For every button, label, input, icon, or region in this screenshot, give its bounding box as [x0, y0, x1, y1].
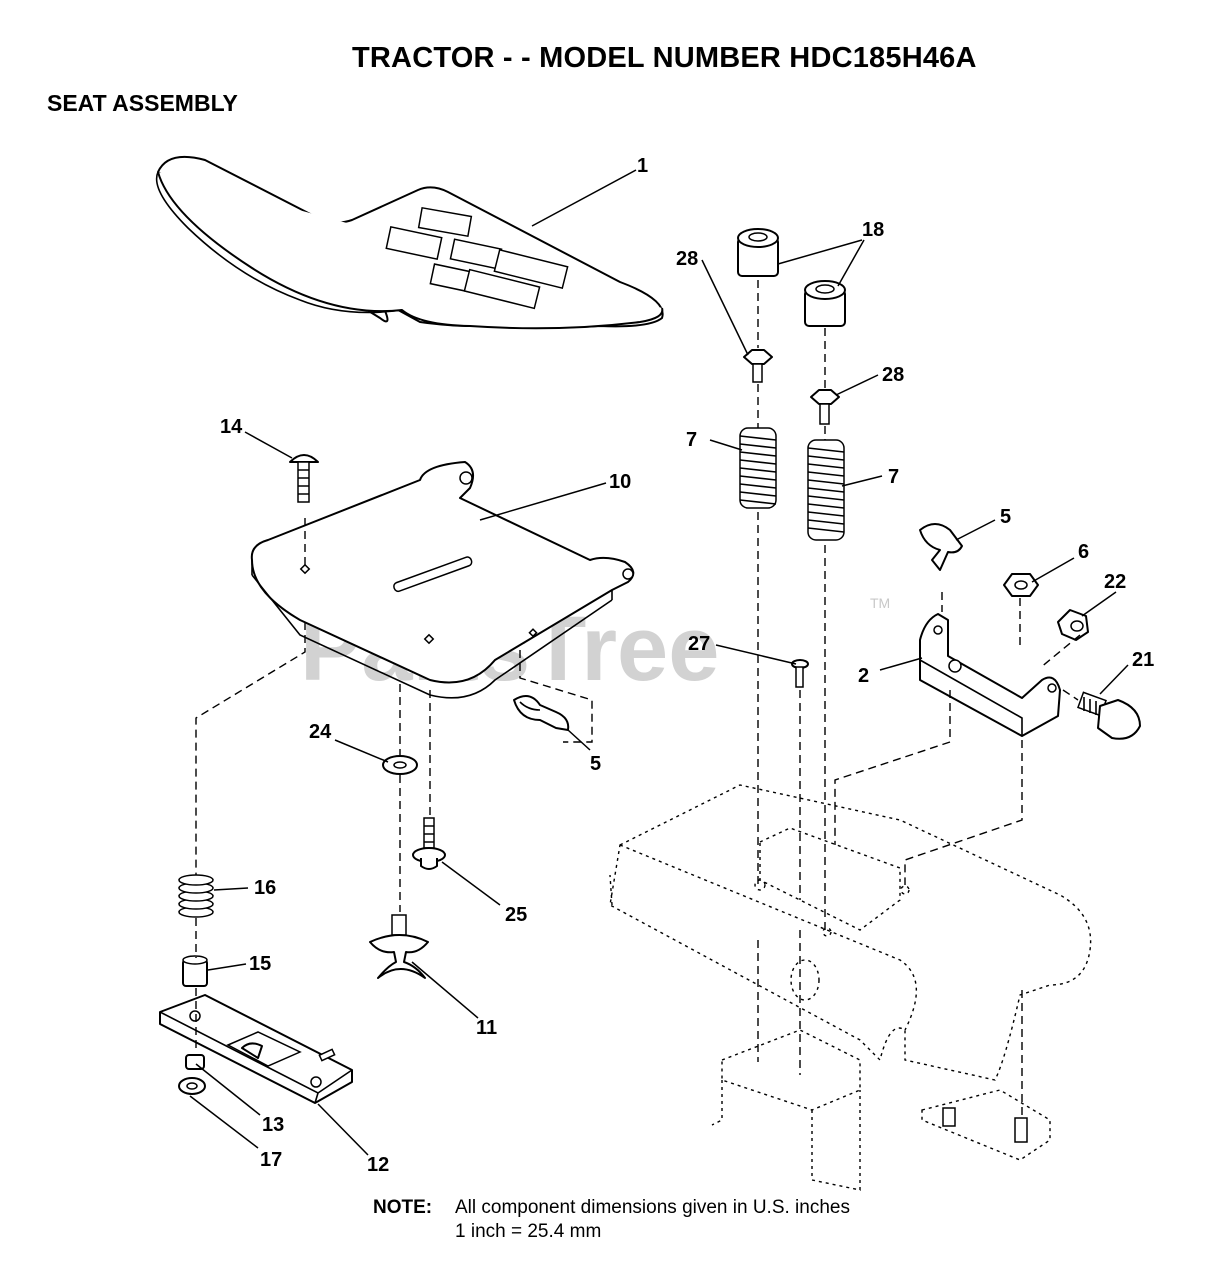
spring-left-part[interactable] — [178, 874, 214, 918]
callout-18: 18 — [862, 219, 884, 241]
seat-part[interactable] — [155, 156, 664, 330]
section-title: SEAT ASSEMBLY — [47, 90, 238, 116]
rubber-bumper-left-part[interactable] — [737, 228, 779, 277]
dimension-note: NOTE: All component dimensions given in U… — [373, 1196, 850, 1244]
screw-right-part[interactable] — [810, 389, 840, 425]
callout-28-left: 28 — [676, 248, 698, 270]
seat-switch-part[interactable] — [1077, 691, 1141, 740]
callout-7-right: 7 — [888, 466, 899, 488]
callout-2: 2 — [858, 665, 869, 687]
callout-27: 27 — [688, 633, 710, 655]
tractor-frame-reference — [609, 784, 1092, 1191]
rubber-bumper-right-part[interactable] — [804, 280, 846, 327]
callout-22: 22 — [1104, 571, 1126, 593]
safety-switch-clip-part[interactable] — [919, 523, 963, 571]
note-line-2: 1 inch = 25.4 mm — [455, 1221, 602, 1242]
spacer-part[interactable] — [182, 955, 208, 987]
callout-13: 13 — [262, 1114, 284, 1136]
page-title: TRACTOR - - MODEL NUMBER HDC185H46A — [352, 42, 977, 74]
seat-switch-bracket-part[interactable] — [919, 613, 1061, 737]
hex-nut-part[interactable] — [1003, 573, 1039, 597]
callout-10: 10 — [609, 471, 631, 493]
callout-11: 11 — [476, 1017, 497, 1039]
callout-12: 12 — [367, 1154, 389, 1176]
flange-nut-part[interactable] — [178, 1077, 206, 1095]
self-tapping-screw-part[interactable] — [791, 659, 809, 688]
callout-14: 14 — [220, 416, 243, 438]
callout-7-left: 7 — [686, 429, 697, 451]
callout-24: 24 — [309, 721, 332, 743]
callout-15: 15 — [249, 953, 271, 975]
callout-5-right: 5 — [1000, 506, 1011, 528]
callout-16: 16 — [254, 877, 276, 899]
callout-6: 6 — [1078, 541, 1089, 563]
callout-1: 1 — [637, 155, 648, 177]
seat-pan-part[interactable] — [250, 461, 635, 699]
frame-bolt-rear — [942, 1107, 956, 1127]
callout-labels: 1 18 28 28 14 10 7 7 5 6 22 27 2 21 5 24… — [220, 155, 1154, 1176]
callout-28-right: 28 — [882, 364, 904, 386]
lock-nut-part[interactable] — [1057, 609, 1089, 641]
callout-5-left: 5 — [590, 753, 601, 775]
washer-part[interactable] — [382, 755, 418, 775]
frame-bolt-side — [1014, 1117, 1028, 1143]
leader-lines — [189, 169, 1129, 1156]
callout-17: 17 — [260, 1149, 282, 1171]
nut-part[interactable] — [185, 1054, 205, 1070]
shoulder-bolt-part[interactable] — [412, 817, 446, 870]
assembly-lines — [195, 280, 1081, 1115]
carriage-bolt-part[interactable] — [289, 454, 319, 503]
screw-left-part[interactable] — [743, 349, 773, 383]
note-line-1: All component dimensions given in U.S. i… — [455, 1197, 850, 1218]
callout-25: 25 — [505, 904, 527, 926]
spring-right-seat-part[interactable] — [807, 439, 845, 541]
callout-21: 21 — [1132, 649, 1154, 671]
adjustment-knob-part[interactable] — [369, 914, 429, 979]
slide-bracket-part[interactable] — [159, 994, 353, 1104]
note-label: NOTE: — [373, 1197, 433, 1218]
spring-left-seat-part[interactable] — [739, 427, 777, 509]
watermark-trademark: TM — [870, 595, 890, 611]
seat-clip-part[interactable] — [513, 695, 570, 731]
